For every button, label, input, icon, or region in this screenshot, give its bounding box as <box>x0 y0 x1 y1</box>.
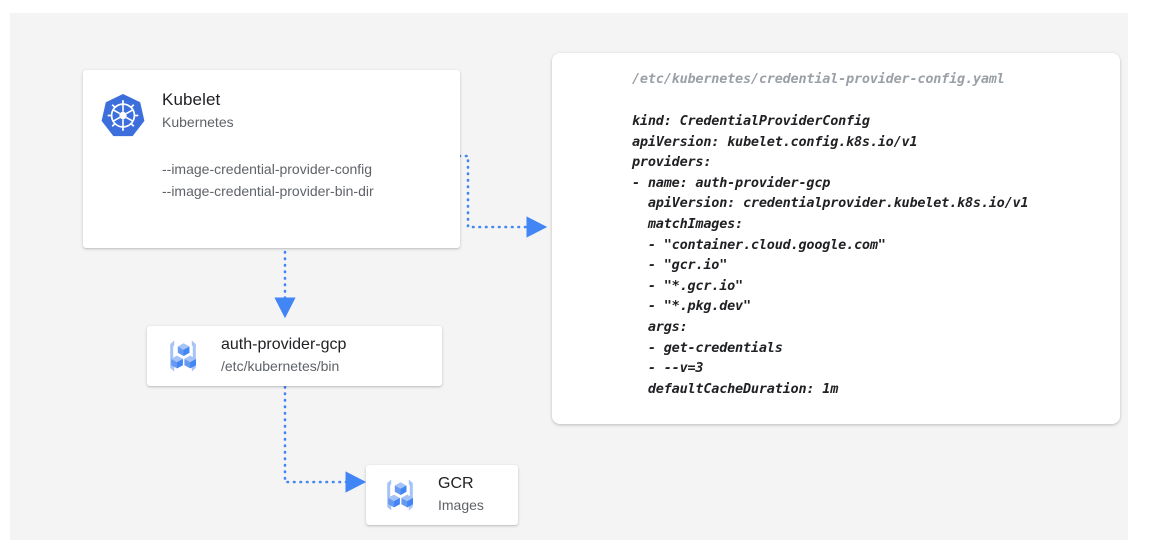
config-file-path: /etc/kubernetes/credential-provider-conf… <box>632 71 1005 87</box>
kubernetes-logo-icon <box>95 88 151 144</box>
kubelet-flag-config: --image-credential-provider-config <box>162 161 373 177</box>
gcr-subtitle: Images <box>438 497 484 513</box>
credential-provider-config-panel: /etc/kubernetes/credential-provider-conf… <box>552 53 1120 424</box>
diagram-canvas: Kubelet Kubernetes --image-credential-pr… <box>10 13 1128 540</box>
container-registry-icon <box>376 471 424 519</box>
kubelet-subtitle: Kubernetes <box>162 114 234 130</box>
kubelet-flag-list: --image-credential-provider-config --ima… <box>162 158 374 202</box>
gcr-title: GCR <box>438 475 474 492</box>
kubelet-flag-bin-dir: --image-credential-provider-bin-dir <box>162 183 374 199</box>
connector-auth-provider-to-gcr <box>283 385 367 493</box>
config-yaml-content: kind: CredentialProviderConfig apiVersio… <box>632 113 1029 397</box>
kubelet-node[interactable]: Kubelet Kubernetes --image-credential-pr… <box>83 70 460 248</box>
auth-provider-title: auth-provider-gcp <box>221 336 347 353</box>
auth-provider-subtitle: /etc/kubernetes/bin <box>221 358 340 374</box>
auth-provider-gcp-node[interactable]: auth-provider-gcp /etc/kubernetes/bin <box>147 326 442 386</box>
container-registry-icon <box>159 332 207 380</box>
kubelet-title: Kubelet <box>162 90 221 109</box>
gcr-node[interactable]: GCR Images <box>366 465 518 525</box>
